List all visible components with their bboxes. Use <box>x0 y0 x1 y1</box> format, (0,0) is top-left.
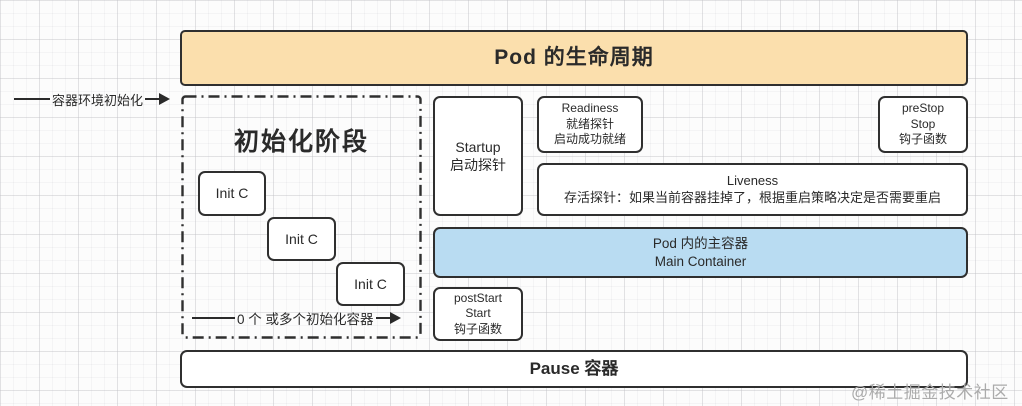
init-count-arrow-line <box>192 317 235 319</box>
init-container-3: Init C <box>336 262 405 306</box>
main-container-label-cn: Pod 内的主容器 <box>652 235 749 251</box>
init-count-label: 0 个 或多个初始化容器 <box>237 312 374 327</box>
init-container-2: Init C <box>267 217 336 261</box>
poststart-hook-stage: Start <box>465 306 491 321</box>
pause-container-box: Pause 容器 <box>180 350 968 388</box>
prestop-hook-type-cn: 钩子函数 <box>898 132 947 147</box>
init-count-arrow-line2 <box>375 317 390 319</box>
startup-probe-box: Startup 启动探针 <box>433 96 523 216</box>
pause-container-label: Pause 容器 <box>529 358 619 378</box>
prestop-hook-box: preStop Stop 钩子函数 <box>878 96 968 153</box>
watermark: @稀土掘金技术社区 <box>851 383 1009 402</box>
prestop-hook-name: preStop <box>901 101 945 116</box>
readiness-probe-name: Readiness <box>561 101 619 116</box>
right-arrowhead-icon <box>159 93 171 105</box>
right-arrowhead-icon <box>389 312 401 324</box>
init-container-2-label: Init C <box>285 230 318 247</box>
init-container-3-label: Init C <box>354 275 387 292</box>
readiness-probe-name-cn: 就绪探针 <box>565 116 614 131</box>
readiness-probe-desc: 启动成功就绪 <box>553 132 626 147</box>
env-init-arrow: 容器环境初始化 <box>14 90 171 108</box>
prestop-hook-stage: Stop <box>910 116 936 131</box>
liveness-probe-desc: 存活探针：如果当前容器挂掉了，根据重启策略决定是否需要重启 <box>563 189 941 205</box>
poststart-hook-name: postStart <box>453 290 503 305</box>
liveness-probe-box: Liveness 存活探针：如果当前容器挂掉了，根据重启策略决定是否需要重启 <box>537 163 968 216</box>
init-container-1-label: Init C <box>215 185 249 202</box>
diagram-title: Pod 的生命周期 <box>494 46 654 70</box>
init-phase-box: 初始化阶段 <box>181 95 422 339</box>
env-init-arrow-line2 <box>145 98 160 100</box>
title-banner: Pod 的生命周期 <box>180 30 968 86</box>
poststart-hook-box: postStart Start 钩子函数 <box>433 287 523 341</box>
main-container-label-en: Main Container <box>654 253 747 269</box>
dash-dot-border <box>181 95 422 339</box>
liveness-probe-name: Liveness <box>726 172 779 188</box>
startup-probe-name: Startup <box>455 138 501 155</box>
init-container-1: Init C <box>198 171 266 216</box>
init-count-arrow: 0 个 或多个初始化容器 <box>192 309 401 327</box>
startup-probe-name-cn: 启动探针 <box>450 157 506 173</box>
env-init-label: 容器环境初始化 <box>52 92 144 108</box>
readiness-probe-box: Readiness 就绪探针 启动成功就绪 <box>537 96 643 153</box>
env-init-arrow-line <box>14 98 50 100</box>
main-container-box: Pod 内的主容器 Main Container <box>433 227 968 278</box>
init-phase-title: 初始化阶段 <box>233 128 369 156</box>
poststart-hook-type-cn: 钩子函数 <box>453 321 502 336</box>
